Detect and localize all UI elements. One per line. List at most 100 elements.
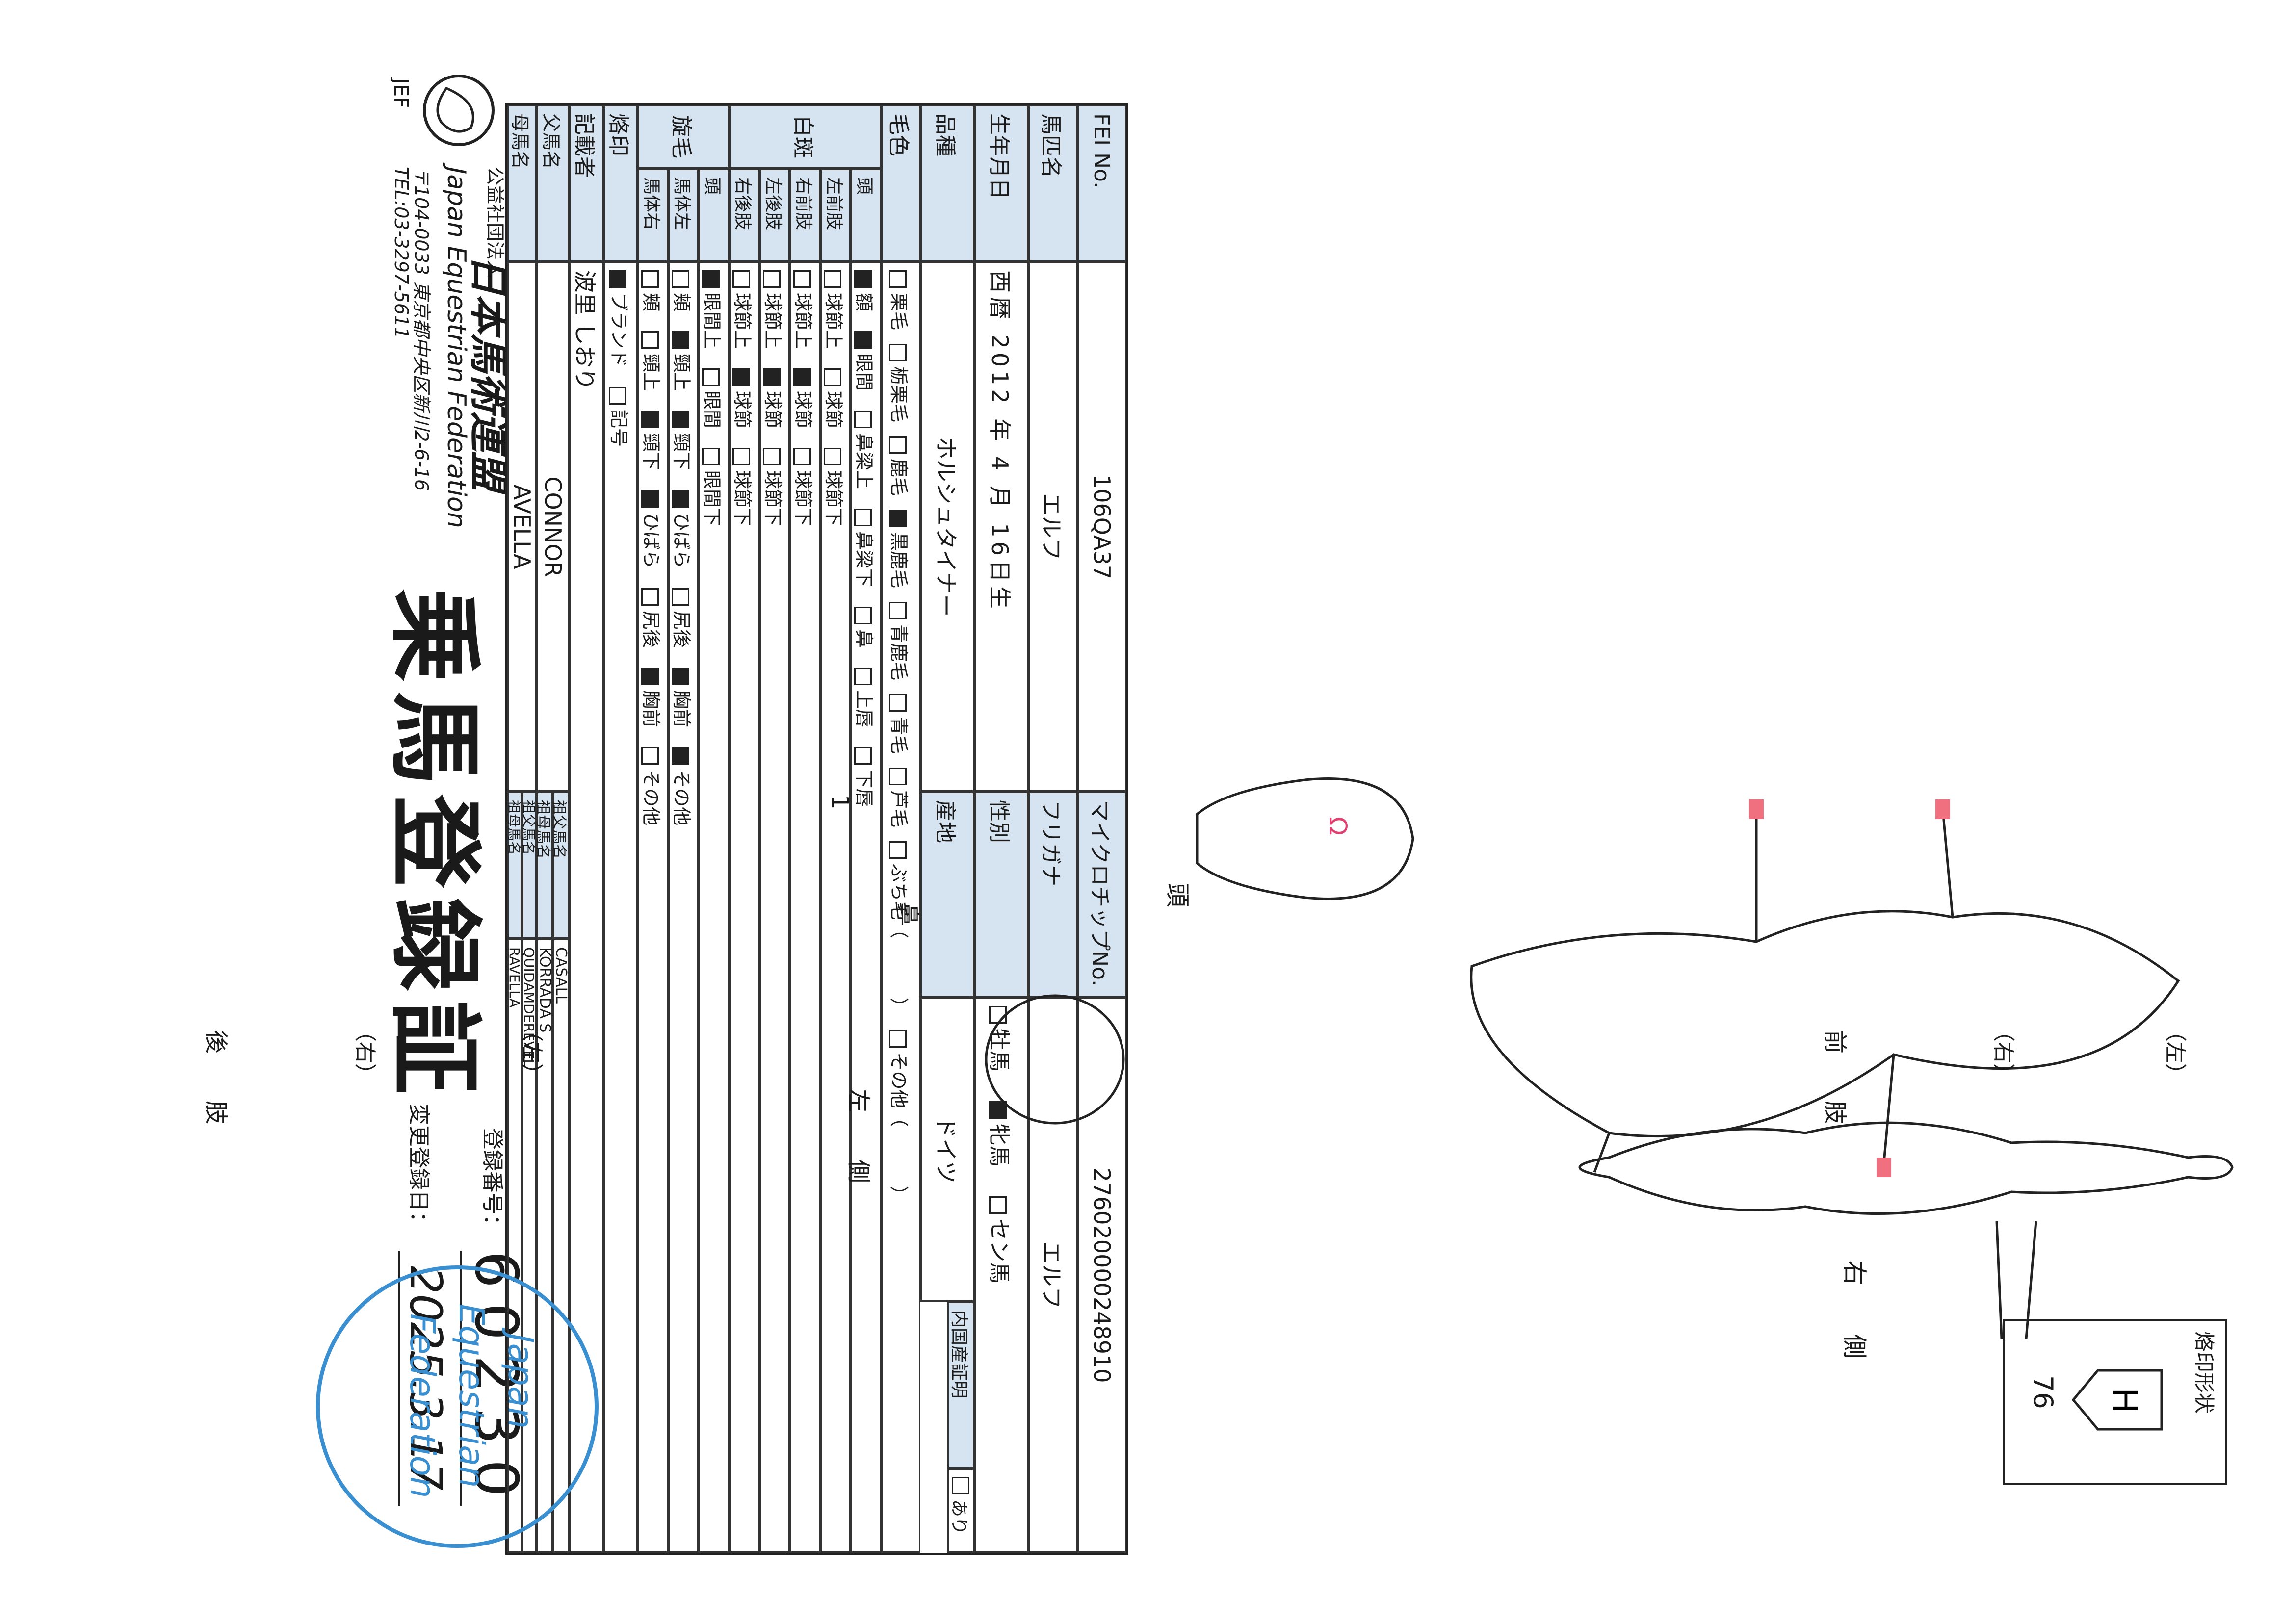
whorl-head-label: 頭 — [699, 169, 729, 262]
white-lf-label: 左前肢 — [820, 169, 851, 262]
coat-opt-dark-chestnut[interactable]: 栃栗毛 — [887, 344, 914, 422]
white-rf-label: 右前肢 — [790, 169, 820, 262]
jef-seal-stamp: Japan Equestrian Federation — [316, 1265, 599, 1548]
white-rh-below[interactable]: 球節下 — [731, 448, 758, 526]
white-label: 白斑 — [729, 105, 881, 169]
white-head-forehead[interactable]: 額 — [853, 270, 880, 311]
hindlimb-left-label: （左） — [519, 1020, 544, 1085]
domestic-opt[interactable]: あり — [947, 1468, 974, 1553]
white-rh-above[interactable]: 球節上 — [731, 270, 758, 349]
white-lh-below[interactable]: 球節下 — [761, 448, 788, 526]
white-rf-above[interactable]: 球節上 — [792, 270, 819, 349]
page-number: 1 — [826, 795, 854, 810]
white-head-upper-bridge[interactable]: 鼻梁上 — [853, 411, 880, 489]
org-tel: TEL:03-3297-5611 — [391, 167, 412, 339]
whorl-right-other[interactable]: その他 — [640, 747, 667, 825]
white-lf-at[interactable]: 球節 — [822, 368, 849, 428]
whorl-left-upper-neck[interactable]: 頸上 — [670, 331, 697, 391]
white-rf-below[interactable]: 球節下 — [792, 448, 819, 526]
recorder-label: 記載者 — [569, 105, 603, 262]
dob-label: 生年月日 — [974, 105, 1028, 262]
whorl-right-upper-neck[interactable]: 頸上 — [640, 331, 667, 391]
nose-label: 鼻 — [894, 902, 921, 927]
white-lf-opts: 球節上 球節 球節下 — [820, 262, 851, 1553]
whorl-right-flank[interactable]: ひばら — [640, 490, 667, 568]
whorl-left-lower-neck[interactable]: 頸下 — [670, 411, 697, 470]
whorl-left-cheek[interactable]: 頬 — [670, 270, 697, 311]
brand-opt-brand[interactable]: ブランド — [607, 270, 634, 367]
white-head-nose[interactable]: 鼻 — [853, 607, 880, 648]
sex-label: 性別 — [974, 792, 1028, 998]
logo-text: JEF — [390, 78, 412, 108]
whorl-head-above-eyes[interactable]: 眼間上 — [701, 270, 728, 349]
domestic-label: 内国産証明 — [947, 1302, 974, 1468]
whorl-left-other[interactable]: その他 — [670, 747, 697, 825]
white-head-upper-lip[interactable]: 上唇 — [853, 668, 880, 727]
whorl-right-buttock[interactable]: 尻後 — [640, 588, 667, 648]
brand-opts: ブランド 記号 — [603, 262, 638, 1553]
white-head-lower-lip[interactable]: 下唇 — [853, 747, 880, 807]
horse-head-front-view: Ω — [1196, 777, 1414, 900]
org-address: 〒104-0033 東京都中央区新川2-6-16 — [411, 167, 432, 491]
white-head-between-eyes[interactable]: 眼間 — [853, 331, 880, 391]
forelimb-label: 前 肢 — [1821, 1030, 1849, 1125]
white-rh-opts: 球節上 球節 球節下 — [729, 262, 759, 1553]
coat-opt-black[interactable]: 青毛 — [887, 694, 914, 754]
forelimb-right-label: （右） — [1991, 1020, 2016, 1085]
whorl-left-label: 馬体左 — [668, 169, 699, 262]
brand-opt-symbol[interactable]: 記号 — [607, 387, 634, 447]
coat-opt-brown[interactable]: 青鹿毛 — [887, 602, 914, 680]
hindlimb-label: 後 肢 — [202, 1030, 230, 1125]
white-lf-above[interactable]: 球節上 — [822, 270, 849, 349]
fei-label: FEI No. — [1077, 105, 1126, 262]
white-head-lower-bridge[interactable]: 鼻梁下 — [853, 509, 880, 587]
stamp-line1: Japan — [500, 1333, 541, 1429]
coat-label: 毛色 — [881, 105, 920, 262]
whorl-right-cheek[interactable]: 頬 — [640, 270, 667, 311]
sex-opt-gelding[interactable]: セン馬 — [986, 1196, 1017, 1284]
whorl-left-opts: 頬 頸上 頸下 ひばら 尻後 胸前 その他 — [668, 262, 699, 1553]
horse-nose-view — [985, 994, 1125, 1125]
whorl-head-below-eyes[interactable]: 眼間下 — [701, 448, 728, 526]
sire-label: 父馬名 — [537, 105, 569, 262]
fei-value: 106QA37 — [1077, 262, 1126, 792]
coat-opt-other[interactable]: その他（） — [887, 1030, 914, 1205]
white-lf-below[interactable]: 球節下 — [822, 448, 849, 526]
reg-date-label: 変更登録日： — [406, 1104, 431, 1233]
whorl-right-chest[interactable]: 胸前 — [640, 668, 667, 727]
white-rf-at[interactable]: 球節 — [792, 368, 819, 428]
kana-label: フリガナ — [1028, 792, 1077, 998]
dam-value: AVELLA — [507, 262, 537, 792]
coat-opt-chestnut[interactable]: 栗毛 — [887, 270, 914, 330]
white-rh-at[interactable]: 球節 — [731, 368, 758, 428]
white-lh-at[interactable]: 球節 — [761, 368, 788, 428]
head-label: 頭 — [1163, 883, 1192, 907]
breed-label: 品種 — [920, 105, 974, 262]
coat-opt-bay[interactable]: 鹿毛 — [887, 436, 914, 496]
coat-opt-grey[interactable]: 芦毛 — [887, 768, 914, 827]
svg-text:H: H — [2104, 1388, 2144, 1414]
whorl-head-between-eyes[interactable]: 眼間 — [701, 368, 728, 428]
brand-number: 76 — [2028, 1375, 2059, 1409]
whorl-label: 旋毛 — [638, 105, 729, 169]
chip-label: マイクロチップNo. — [1077, 792, 1126, 998]
brand-shape-label: 烙印形状 — [2192, 1331, 2216, 1414]
whorl-left-flank[interactable]: ひばら — [670, 490, 697, 568]
white-lh-above[interactable]: 球節上 — [761, 270, 788, 349]
coat-opt-dark-bay[interactable]: 黒鹿毛 — [887, 510, 914, 588]
origin-value: ドイツ — [920, 998, 974, 1302]
whorl-head-opts: 眼間上 眼間 眼間下 — [699, 262, 729, 1553]
horse-details-table: FEI No. 106QA37 マイクロチップNo. 2760200002489… — [505, 103, 1128, 1555]
whorl-right-lower-neck[interactable]: 頸下 — [640, 411, 667, 470]
whorl-left-chest[interactable]: 胸前 — [670, 668, 697, 727]
whorl-left-buttock[interactable]: 尻後 — [670, 588, 697, 648]
markings-diagram: 烙印形状 H 76 右 側 — [985, 74, 2267, 1570]
white-lh-label: 左後肢 — [759, 169, 790, 262]
white-head-label: 頭 — [851, 169, 881, 262]
coat-opt-piebald[interactable]: ぶち毛（） — [887, 841, 914, 1016]
dam-label: 母馬名 — [507, 105, 537, 262]
org-name-en: Japan Equestrian Federation — [442, 167, 471, 528]
name-value: エルフ — [1028, 262, 1077, 792]
